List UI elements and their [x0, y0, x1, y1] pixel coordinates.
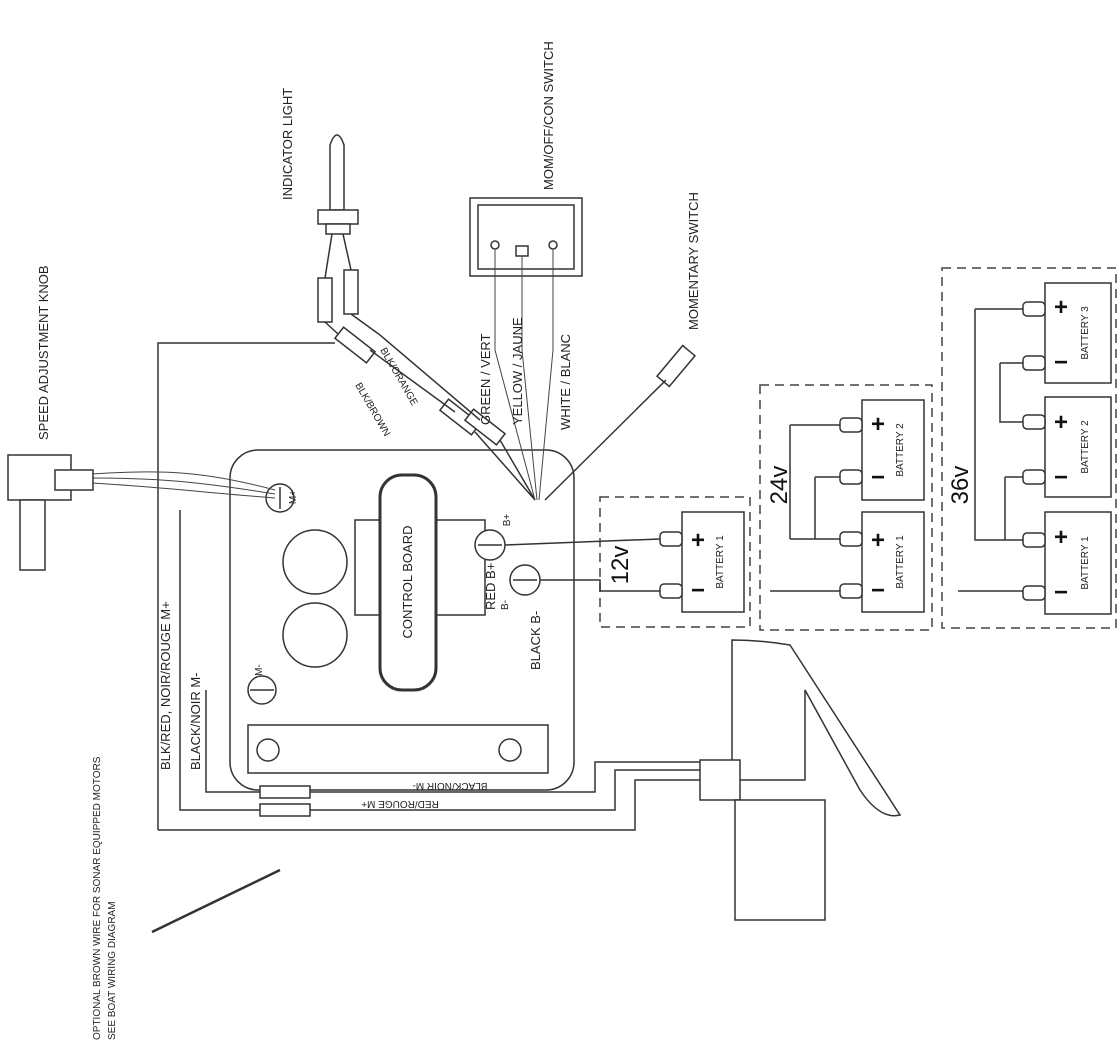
redrouge-m-label: RED/ROUGE M+ — [361, 798, 439, 809]
group-24v — [759, 384, 933, 631]
trolling-motor — [699, 639, 902, 921]
battery-24v-1-label: BATTERY 1 — [895, 535, 906, 589]
plus-symbol: + — [691, 527, 705, 554]
mom-switch-label: MOM/OFF/CON SWITCH — [541, 41, 556, 190]
white-wire-label: WHITE / BLANC — [558, 334, 573, 430]
plus-symbol: + — [1054, 409, 1068, 436]
blk-wire-connectors — [333, 326, 536, 501]
indicator-light-label: INDICATOR LIGHT — [280, 88, 295, 200]
battery-12v-1 — [681, 511, 745, 613]
mom-off-con-switch — [469, 197, 583, 277]
minus-symbol: − — [1054, 349, 1068, 376]
group-12v — [599, 496, 751, 628]
battery-36v-2-label: BATTERY 2 — [1080, 420, 1091, 474]
battery-36v-1 — [1044, 511, 1112, 615]
blk-brown-label: BLK/BROWN — [352, 381, 392, 438]
terminal-b-plus — [474, 529, 506, 561]
terminal-m-plus — [265, 483, 295, 513]
brown-wire-note-2: SEE BOAT WIRING DIAGRAM — [107, 901, 118, 1040]
minus-symbol: − — [1054, 464, 1068, 491]
black-b-minus-label: BLACK B- — [528, 611, 543, 670]
battery-12v-1-label: BATTERY 1 — [715, 535, 726, 589]
red-b-plus-label: RED B+ — [483, 563, 498, 610]
speed-knob-label: SPEED ADJUSTMENT KNOB — [36, 265, 51, 440]
yellow-wire-label: YELLOW / JAUNE — [510, 317, 525, 425]
green-wire-label: GREEN / VERT — [478, 333, 493, 425]
blk-orange-label: BLK/ORANGE — [377, 346, 419, 408]
group-36v — [941, 267, 1117, 629]
terminal-b-minus-label: B- — [500, 600, 511, 610]
control-board-label: CONTROL BOARD — [400, 526, 415, 639]
momentary-switch-label: MOMENTARY SWITCH — [686, 192, 701, 330]
brown-wire — [151, 868, 281, 934]
battery-wiring — [504, 308, 1023, 592]
momentary-switch — [544, 344, 697, 501]
motor-connectors — [259, 785, 311, 817]
brown-wire-note-1: OPTIONAL BROWN WIRE FOR SONAR EQUIPPED M… — [92, 756, 103, 1040]
label-12v: 12v — [607, 546, 634, 585]
battery-36v-3-label: BATTERY 3 — [1080, 306, 1091, 360]
battery-36v-2 — [1044, 396, 1112, 498]
blacknoir-m-label: BLACK/NOIR M- — [412, 780, 487, 791]
minus-symbol: − — [1054, 579, 1068, 606]
battery-36v-1-label: BATTERY 1 — [1080, 536, 1091, 590]
label-36v: 36v — [947, 466, 974, 505]
terminal-m-minus-label: M- — [254, 664, 265, 676]
minus-symbol: − — [871, 577, 885, 604]
battery-24v-2 — [861, 399, 925, 501]
minus-symbol: − — [871, 464, 885, 491]
terminal-m-minus — [247, 675, 277, 705]
label-24v: 24v — [766, 466, 793, 505]
plus-symbol: + — [1054, 294, 1068, 321]
terminal-b-plus-label: B+ — [502, 514, 513, 527]
indicator-light — [317, 134, 381, 346]
battery-36v-3 — [1044, 282, 1112, 384]
black-m-label: BLACK/NOIR M- — [188, 672, 203, 770]
battery-24v-2-label: BATTERY 2 — [895, 423, 906, 477]
minus-symbol: − — [691, 577, 705, 604]
terminal-b-minus — [509, 564, 541, 596]
control-box-outline — [157, 342, 700, 831]
speed-knob — [7, 454, 94, 571]
blk-red-m-label: BLK/RED, NOIR/ROUGE M+ — [158, 601, 173, 770]
control-board-housing — [229, 449, 575, 791]
terminal-m-plus-label: M+ — [288, 490, 299, 504]
plus-symbol: + — [871, 411, 885, 438]
plus-symbol: + — [871, 527, 885, 554]
plus-symbol: + — [1054, 524, 1068, 551]
battery-24v-1 — [861, 511, 925, 613]
